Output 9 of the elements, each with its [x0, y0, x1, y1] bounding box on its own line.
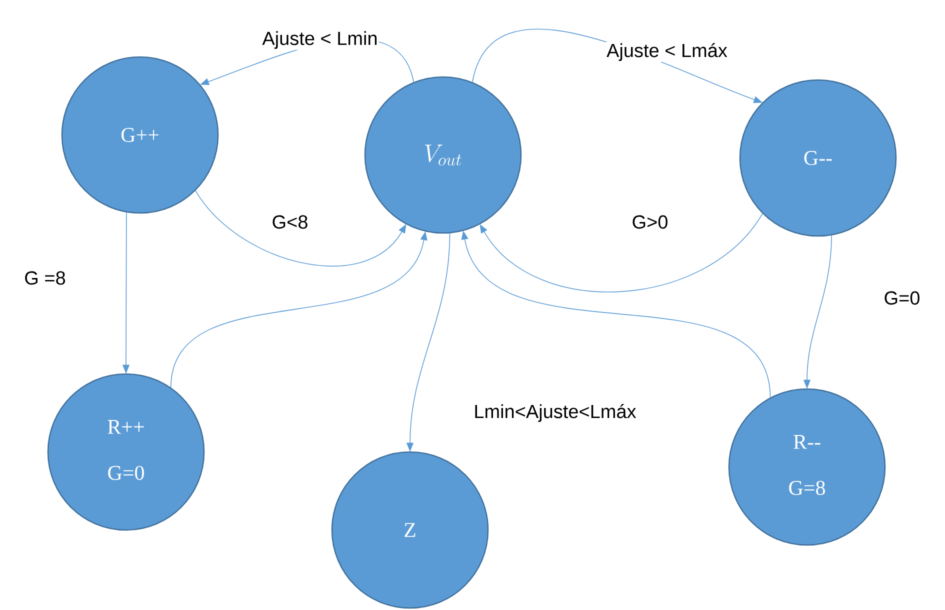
edge-label: G =8: [23, 270, 67, 286]
edge-label: G<8: [270, 214, 310, 230]
edge-label: Lmin<Ajuste<Lmáx: [472, 403, 638, 423]
arrow: [480, 212, 764, 292]
edge-label: G=0: [882, 290, 922, 306]
edge-label: Ajuste < Lmin: [261, 30, 379, 50]
edge-label: Ajuste < Lmáx: [606, 42, 728, 62]
edge-label: G>0: [630, 214, 670, 230]
arrow: [194, 190, 406, 266]
